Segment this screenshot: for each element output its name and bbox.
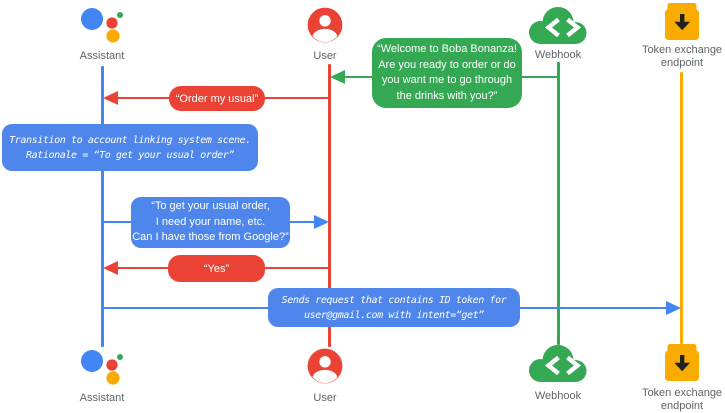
actor-label-token-endpoint: Token exchange endpoint <box>641 387 723 412</box>
speech-bubble-yes: “Yes” <box>168 255 265 282</box>
actor-label-webhook: Webhook <box>534 390 582 402</box>
speech-bubble-ask-google-data: “To get your usual order, I need your na… <box>131 197 290 248</box>
actor-label-assistant: Assistant <box>79 50 125 62</box>
note-transition-account-linking: Transition to account linking system sce… <box>2 124 258 171</box>
actor-label-user: User <box>313 50 337 62</box>
user-lifeline <box>328 64 331 347</box>
assistant-lifeline <box>101 66 104 347</box>
google-assistant-icon <box>81 8 123 43</box>
user-icon <box>307 7 343 43</box>
google-assistant-icon <box>81 350 123 385</box>
actor-label-assistant: Assistant <box>79 392 125 404</box>
webhook-icon <box>529 7 587 44</box>
speech-bubble-order-my-usual: “Order my usual” <box>169 86 265 111</box>
user-icon <box>307 348 343 384</box>
webhook-lifeline <box>557 62 560 345</box>
token-endpoint-lifeline <box>680 72 683 344</box>
note-sends-request-id-token: Sends request that contains ID token for… <box>268 288 520 327</box>
actor-label-webhook: Webhook <box>534 49 582 61</box>
arrowhead-left-icon <box>103 91 118 105</box>
webhook-icon <box>529 345 587 382</box>
speech-bubble-welcome: “Welcome to Boba Bonanza! Are you ready … <box>372 38 522 108</box>
actor-label-user: User <box>313 392 337 404</box>
arrowhead-right-icon <box>666 301 681 315</box>
token-exchange-endpoint-icon <box>665 344 699 381</box>
arrowhead-left-icon <box>103 261 118 275</box>
actor-label-token-endpoint: Token exchange endpoint <box>641 44 723 69</box>
token-exchange-endpoint-icon <box>665 3 699 40</box>
arrowhead-left-icon <box>330 70 345 84</box>
arrowhead-right-icon <box>314 215 329 229</box>
